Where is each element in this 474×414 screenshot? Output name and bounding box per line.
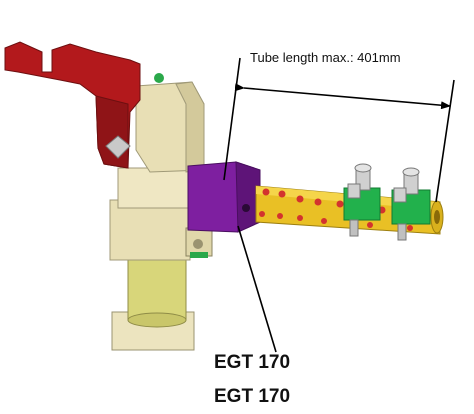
holder-right — [391, 167, 431, 241]
label-leader-line — [237, 225, 277, 353]
green-indicator-icon — [154, 73, 164, 83]
clamp-arm — [4, 41, 141, 169]
tube-holes — [259, 188, 424, 231]
dimension-extension-right — [435, 79, 455, 203]
holder-left — [343, 163, 381, 237]
diamond-marker-icon — [105, 135, 131, 159]
tube-housing — [187, 161, 261, 233]
dimension-extension-left — [223, 57, 241, 181]
base-cylinder — [111, 247, 195, 351]
side-valve — [185, 227, 213, 258]
dimension-arrow — [234, 83, 451, 110]
product-label-primary: EGT 170 — [214, 352, 291, 373]
product-label-secondary: EGT 170 — [214, 386, 291, 407]
dimension-annotation — [223, 57, 455, 203]
body-column — [109, 73, 205, 261]
tube-length-label: Tube length max.: 401mm — [250, 50, 401, 65]
tube-holders — [343, 163, 431, 241]
